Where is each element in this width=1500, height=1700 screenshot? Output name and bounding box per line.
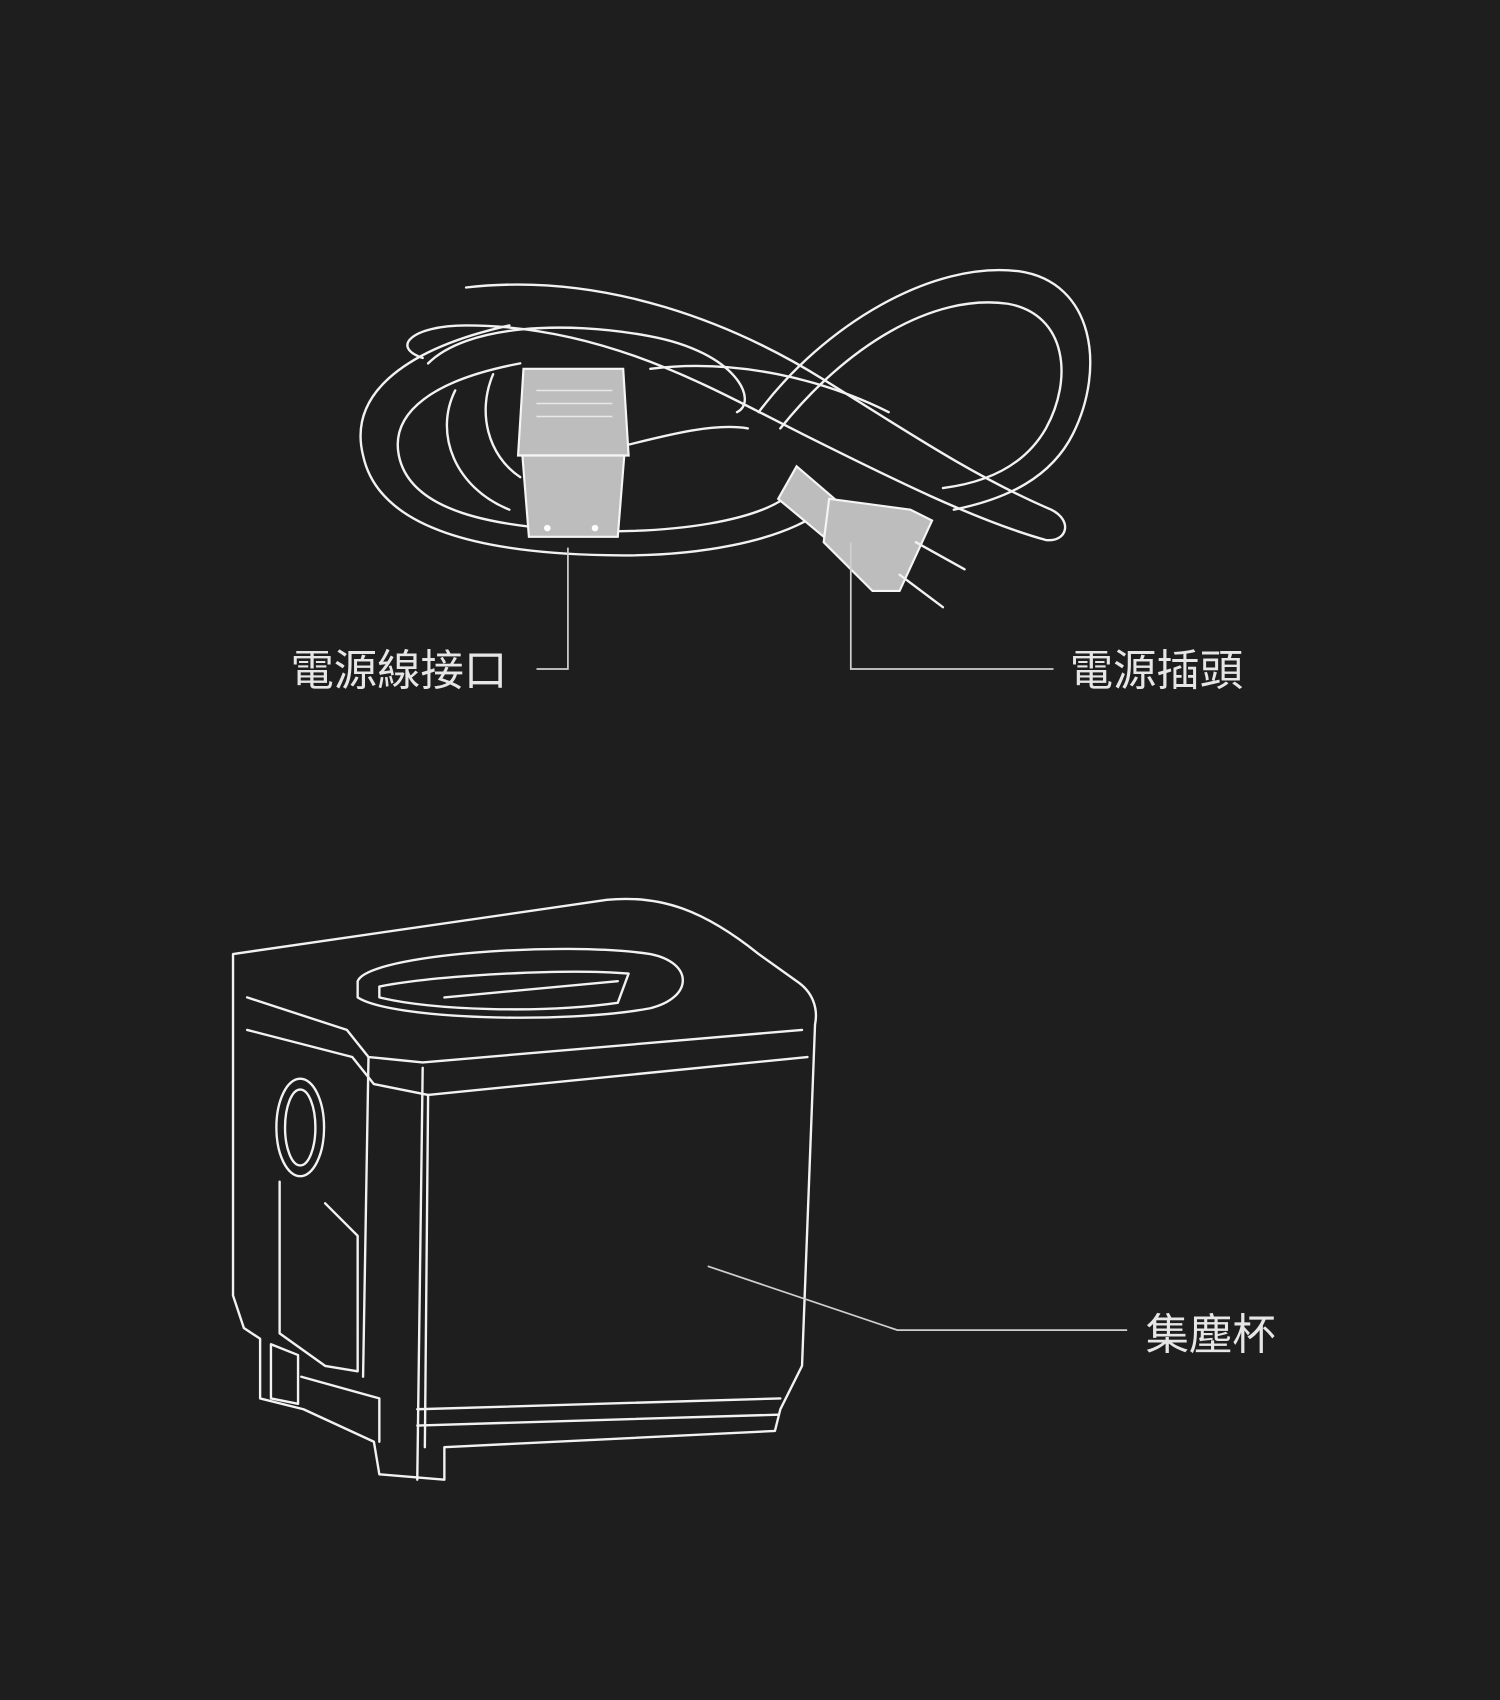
power-plug-leader: [849, 542, 1054, 670]
dust-cup-label: 集塵杯: [1146, 1311, 1276, 1361]
power-cord-illustration: [359, 268, 1092, 557]
cord-connector-leader: [536, 547, 569, 670]
power-plug-label: 電源插頭: [1070, 646, 1243, 696]
power-plug-illustration: [776, 464, 966, 609]
cord-connector-illustration: [516, 367, 630, 538]
dust-cup-illustration: [231, 897, 818, 1481]
cord-connector-label: 電源線接口: [290, 646, 507, 696]
dust-cup-leader: [707, 1265, 1128, 1331]
